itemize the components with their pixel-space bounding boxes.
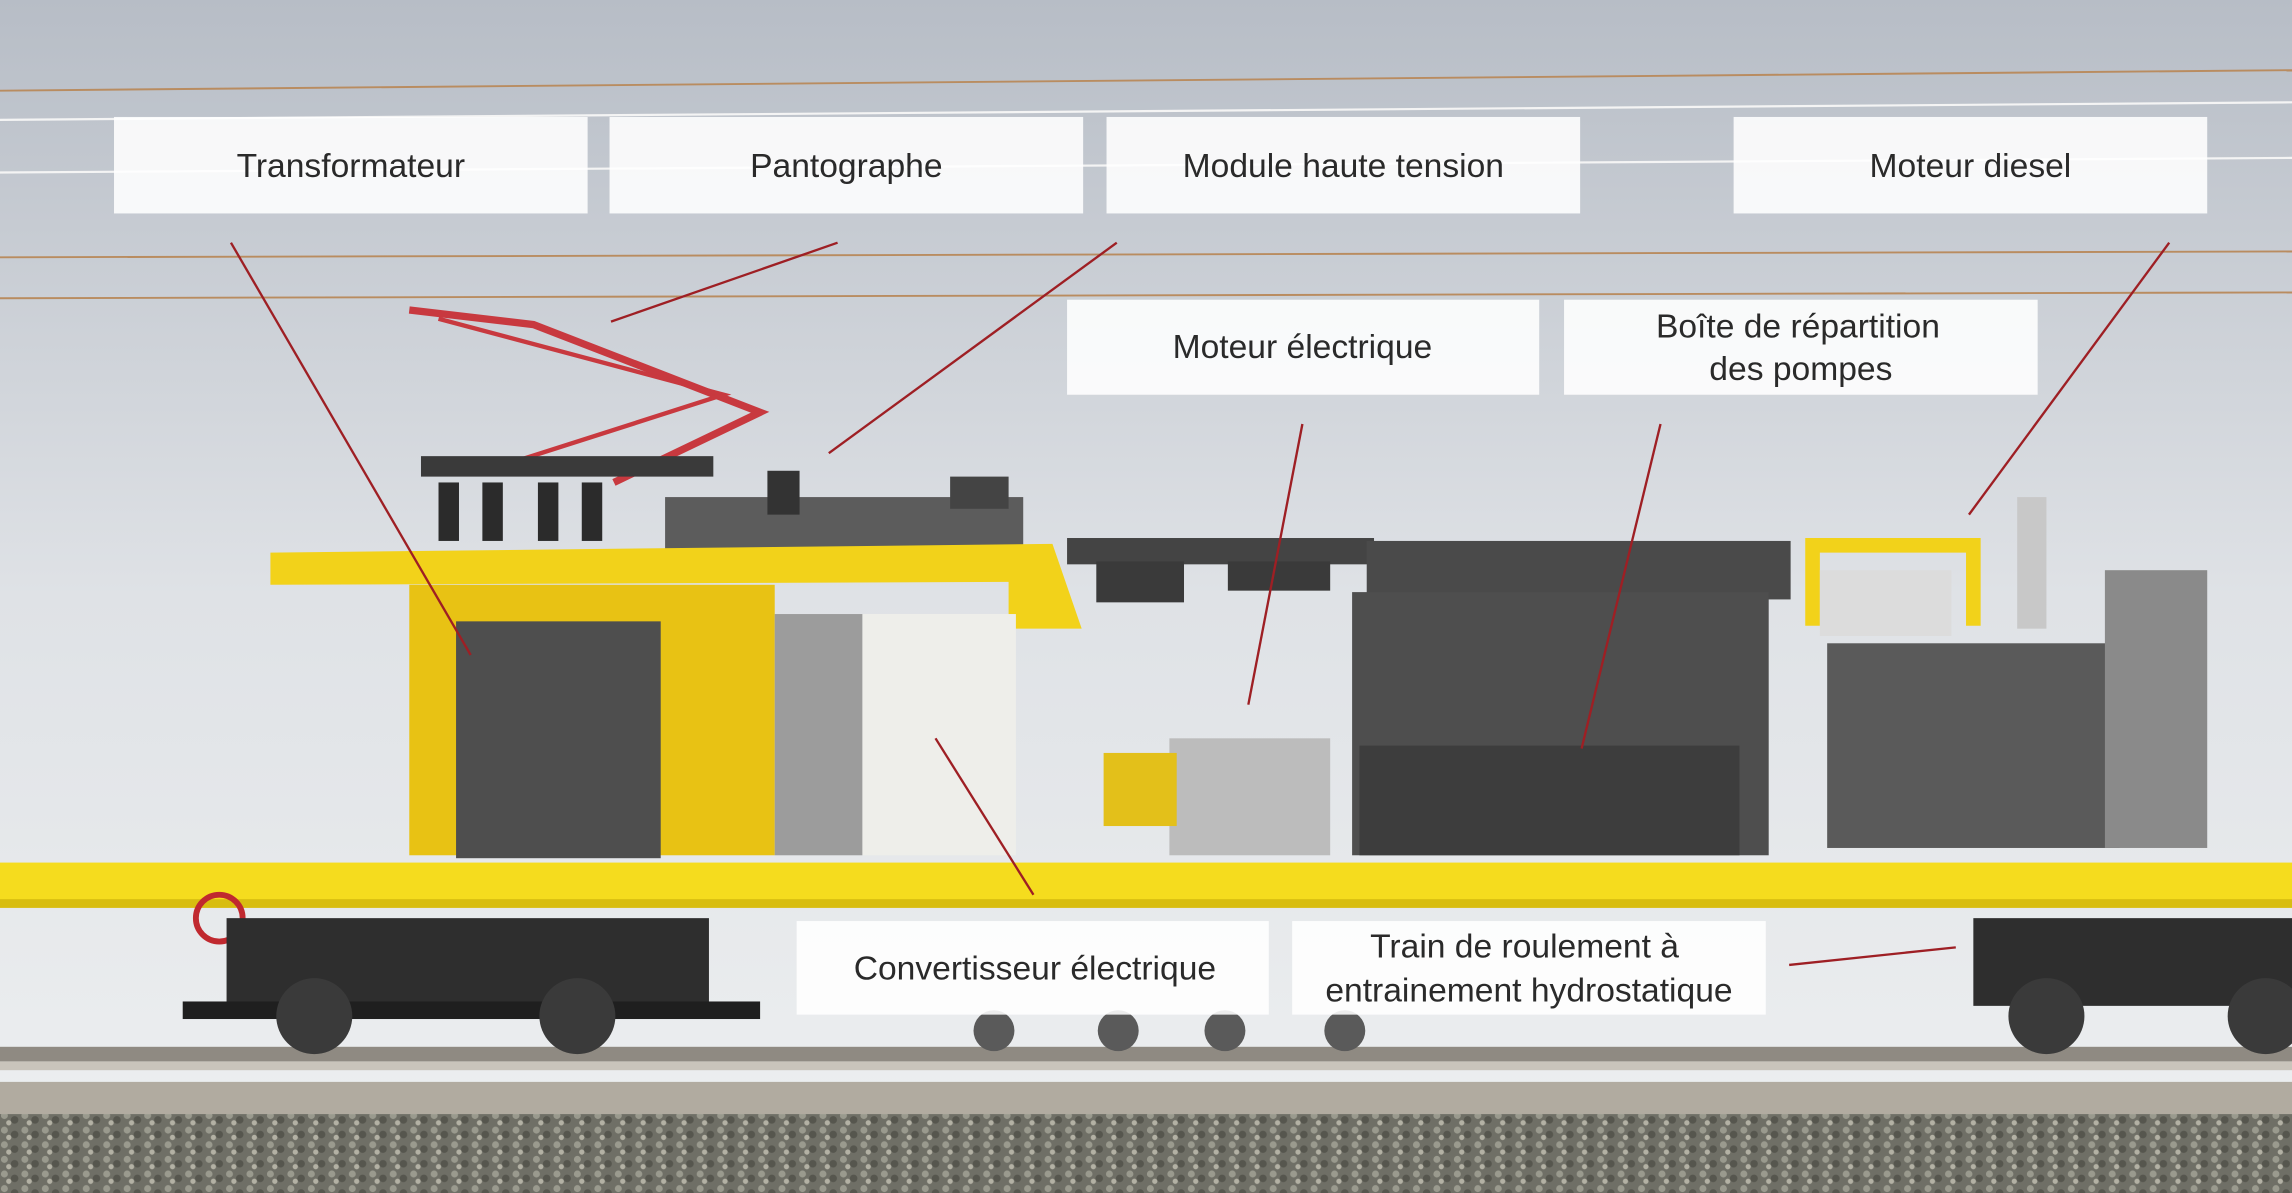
label-text: des pompes [1709,351,1892,388]
label-text: Transformateur [237,148,465,185]
label-train-roulement: Train de roulement à entrainement hydros… [1292,921,1766,1015]
label-text: Convertisseur électrique [854,951,1216,988]
leader-moteur-electrique [1247,423,1304,705]
leader-boite-repartition [1580,423,1662,749]
leader-lines [229,241,2171,967]
electric-motor-and-pump-box [1067,538,1791,856]
label-boite-repartition: Boîte de répartition des pompes [1564,299,2038,395]
bogies [182,918,2292,1055]
cab-body [270,543,1082,859]
label-moteur-electrique: Moteur électrique [1067,299,1540,395]
label-transformateur: Transformateur [114,116,588,214]
label-text: Boîte de répartition [1656,309,1940,346]
label-pantographe: Pantographe [609,116,1084,214]
label-module-haute-tension: Module haute tension [1106,116,1581,214]
label-moteur-diesel: Moteur diesel [1733,116,2208,214]
leader-transformateur [229,242,472,656]
ballast [0,1114,2292,1193]
track [0,1046,2292,1193]
label-text: entrainement hydrostatique [1325,972,1732,1009]
label-text: Pantographe [750,148,942,185]
label-text: Moteur diesel [1870,148,2072,185]
leader-module-haute-tension [828,241,1118,455]
label-text: Module haute tension [1183,148,1504,185]
high-voltage-module [665,470,1024,550]
converter-unit [862,614,1016,856]
leader-moteur-diesel [1968,241,2171,516]
label-text: Train de roulement à [1370,929,1679,966]
pantograph [408,306,770,541]
leader-convertisseur [934,737,1035,896]
leader-pantographe [610,241,838,323]
label-text: Moteur électrique [1173,329,1433,366]
label-convertisseur: Convertisseur électrique [796,921,1269,1015]
chassis [0,862,2292,945]
leader-train-roulement [1789,946,1956,967]
transformer-unit [456,621,661,859]
diesel-engine [1805,497,2208,848]
